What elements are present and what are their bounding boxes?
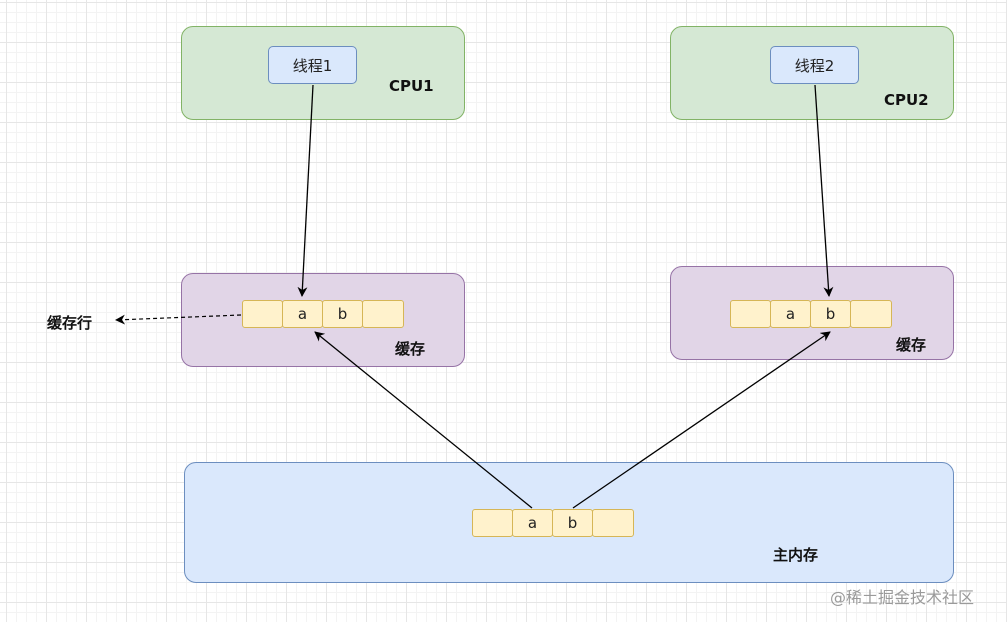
thread2-box: 线程2 — [770, 46, 859, 84]
cpu2-label: CPU2 — [884, 91, 929, 109]
cache2-cell — [850, 300, 892, 328]
cache1-cell — [362, 300, 404, 328]
arrow-memory-to-cache1 — [314, 331, 533, 509]
cache1-cell — [242, 300, 283, 328]
memory-cell — [592, 509, 634, 537]
cache2-label: 缓存 — [896, 336, 927, 354]
watermark: @稀土掘金技术社区 — [830, 588, 975, 607]
cache1-label: 缓存 — [395, 340, 426, 358]
cpu1-label: CPU1 — [389, 77, 434, 95]
memory-cell — [472, 509, 513, 537]
main-memory-label: 主内存 — [773, 546, 819, 564]
cache1-cell: a — [282, 300, 323, 328]
arrow-cache-line-dashed — [115, 314, 242, 325]
arrow-thread1-to-cache1 — [297, 84, 314, 297]
thread1-box: 线程1 — [268, 46, 357, 84]
cache-line-label: 缓存行 — [47, 314, 93, 332]
arrow-thread2-to-cache2 — [814, 84, 834, 297]
cache2-cell — [730, 300, 771, 328]
arrow-memory-to-cache2 — [572, 331, 831, 509]
